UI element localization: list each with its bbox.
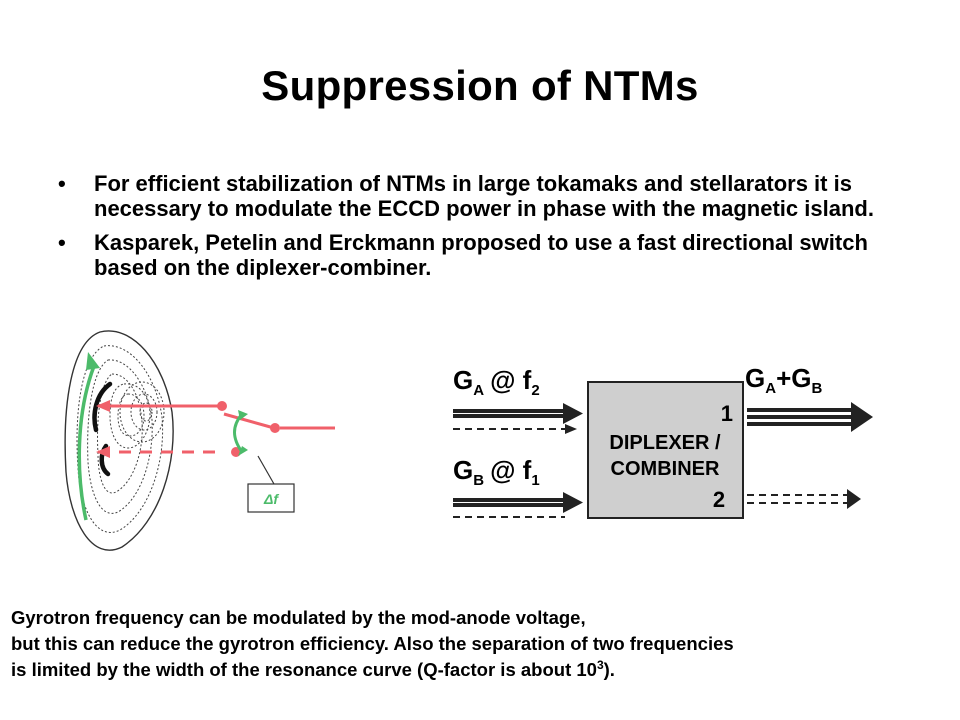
port-2-label: 2 bbox=[713, 487, 725, 512]
delta-f-box bbox=[247, 483, 295, 513]
input-a-arrows bbox=[453, 403, 583, 434]
port-1-label: 1 bbox=[721, 401, 733, 426]
rotation-arrowhead-icon bbox=[86, 352, 100, 370]
diplexer-combiner-figure: 1 DIPLEXER / COMBINER 2 GA@ f2 GB@ f1 GA… bbox=[453, 363, 873, 519]
switch-arrowhead-up-icon bbox=[238, 410, 248, 420]
magnetic-island bbox=[92, 381, 113, 477]
bullet-dot: • bbox=[58, 230, 66, 255]
box-label-line1: DIPLEXER / bbox=[609, 432, 721, 454]
slide-title: Suppression of NTMs bbox=[261, 62, 699, 109]
output-1-label: GA+GB bbox=[745, 363, 823, 397]
footnote-line: but this can reduce the gyrotron efficie… bbox=[11, 633, 734, 654]
bullet-list: • For efficient stabilization of NTMs in… bbox=[58, 171, 928, 290]
tokamak-scheme-figure: Δf bbox=[64, 330, 335, 551]
bullet-item: • Kasparek, Petelin and Erckmann propose… bbox=[58, 230, 928, 280]
footnote: Gyrotron frequency can be modulated by t… bbox=[11, 605, 956, 683]
bullet-item: • For efficient stabilization of NTMs in… bbox=[58, 171, 928, 221]
footnote-line: is limited by the width of the resonance… bbox=[11, 657, 615, 680]
flux-surfaces bbox=[64, 330, 174, 551]
delta-f-label: Δf bbox=[263, 491, 279, 507]
output-2-arrows bbox=[747, 489, 861, 509]
box-label-line2: COMBINER bbox=[611, 458, 720, 480]
rotation-arrow-icon bbox=[77, 365, 96, 521]
bullet-text: Kasparek, Petelin and Erckmann proposed … bbox=[94, 230, 868, 280]
input-a-label: GA@ f2 bbox=[453, 365, 540, 399]
output-1-arrows bbox=[747, 402, 873, 432]
input-b-arrows bbox=[453, 492, 583, 518]
beam-lines bbox=[96, 400, 335, 458]
footnote-line: Gyrotron frequency can be modulated by t… bbox=[11, 607, 586, 628]
switch-arrowhead-down-icon bbox=[238, 446, 248, 456]
superscript: 3 bbox=[596, 657, 604, 672]
diplexer-box bbox=[587, 381, 744, 519]
input-b-label: GB@ f1 bbox=[453, 455, 540, 489]
label-leader-line bbox=[257, 455, 275, 485]
bullet-text: For efficient stabilization of NTMs in l… bbox=[94, 171, 874, 221]
bullet-dot: • bbox=[58, 171, 66, 196]
